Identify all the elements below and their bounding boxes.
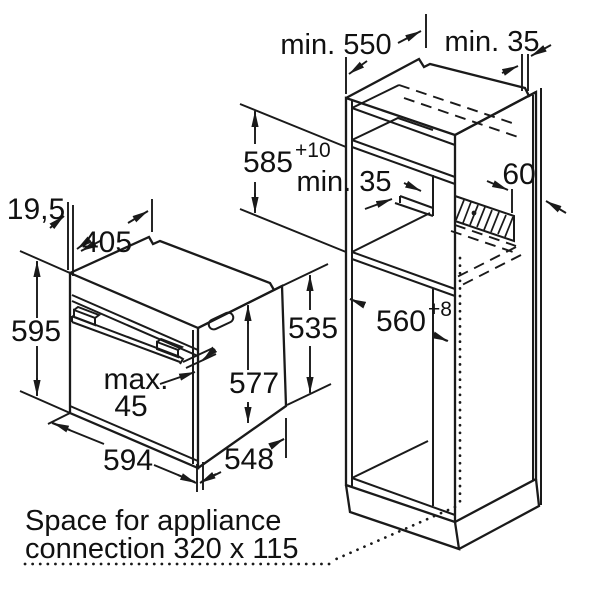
dim-arrow — [127, 210, 149, 224]
cabinet-dimensions — [239, 14, 567, 342]
dim-arrow — [501, 65, 519, 76]
dim-arrow — [348, 60, 368, 75]
shelf-lower-top-surface — [351, 212, 431, 253]
dim-label-rear-height: 535 — [288, 312, 338, 345]
dim-arrow — [403, 180, 422, 192]
handle-mount-left — [73, 305, 102, 327]
dim-label-niche-height: 585 — [243, 146, 293, 179]
dim-label-front-width: 594 — [103, 444, 153, 477]
dim-label-handle-max: max. — [103, 363, 168, 396]
dim-ext-550 — [345, 14, 427, 94]
cabinet-drawing — [23, 57, 542, 566]
dim-arrow — [397, 30, 422, 44]
dim-ext-595 — [19, 250, 71, 414]
dim-label-handle-45: 45 — [114, 390, 147, 423]
shelf-upper — [351, 139, 456, 185]
dim-ext-35-top — [521, 54, 529, 91]
wall-pointer-arrow — [545, 200, 567, 214]
dim-arrow — [199, 472, 217, 484]
dim-label-bottom-depth: 548 — [224, 443, 274, 476]
vent-marker-dot — [471, 210, 477, 216]
dim-label-shelf-gap: min. 35 — [296, 166, 391, 198]
oven-control-panel — [71, 294, 199, 357]
caption-line-2: connection 320 x 115 — [25, 533, 299, 565]
dim-arrow — [349, 298, 367, 309]
dim-label-door-offset: 19,5 — [7, 193, 65, 226]
dim-arrow — [52, 422, 71, 433]
cabinet-plinth — [344, 478, 541, 551]
dim-arrow — [177, 473, 197, 484]
oven-door-bottom — [69, 405, 199, 462]
side-grip-slot — [207, 311, 235, 331]
oven-door-handle — [71, 315, 185, 365]
shelf-lower — [351, 251, 456, 297]
dim-ext-535 — [281, 263, 332, 406]
rear-gap-strip — [394, 195, 434, 217]
dim-label-vent-depth: 60 — [502, 158, 535, 191]
dim-label-niche-width: 560 — [376, 305, 426, 338]
dim-arrow — [159, 371, 196, 385]
top-panel-underside — [351, 107, 456, 146]
dim-label-body-height: 577 — [229, 367, 279, 400]
caption: Space for appliance connection 320 x 115 — [25, 505, 299, 565]
caption-line-1: Space for appliance — [25, 505, 281, 537]
oven-side-face — [197, 284, 288, 469]
dim-ext-19-5 — [67, 202, 74, 276]
dim-arrow — [530, 44, 552, 57]
vent-hidden-lines — [450, 224, 522, 288]
top-compartment-interior — [351, 84, 400, 109]
oven-drawing — [68, 235, 288, 470]
top-compartment-hidden-lines — [398, 84, 519, 138]
vent-strip-hatched — [454, 194, 515, 243]
dim-arrow — [49, 215, 65, 230]
cabinet-side-face — [454, 90, 538, 524]
dim-arrow — [80, 239, 103, 252]
dim-arrow — [486, 180, 509, 191]
dim-label-niche-width-tol: +8 — [428, 298, 452, 321]
dim-arrow — [364, 198, 393, 210]
dimension-labels: 19,5 405 595 max. 45 594 548 577 535 min… — [7, 26, 540, 477]
handle-mount-right — [156, 337, 185, 359]
connection-space-dotted-line — [23, 256, 462, 566]
dim-label-wall-gap: min. 35 — [444, 26, 539, 58]
shelf-upper-top-surface — [351, 116, 434, 141]
dim-label-min-depth: min. 550 — [280, 29, 391, 61]
dim-arrow — [431, 331, 449, 342]
dim-label-top-depth: 405 — [82, 226, 132, 259]
dim-arrow — [202, 346, 218, 361]
dim-label-niche-height-tol: +10 — [295, 139, 331, 162]
bottom-panel — [351, 477, 456, 516]
dim-arrow — [268, 438, 285, 450]
oven-dimensions — [19, 199, 332, 492]
cabinet-floor-edge — [351, 440, 429, 479]
dim-label-front-height: 595 — [11, 315, 61, 348]
